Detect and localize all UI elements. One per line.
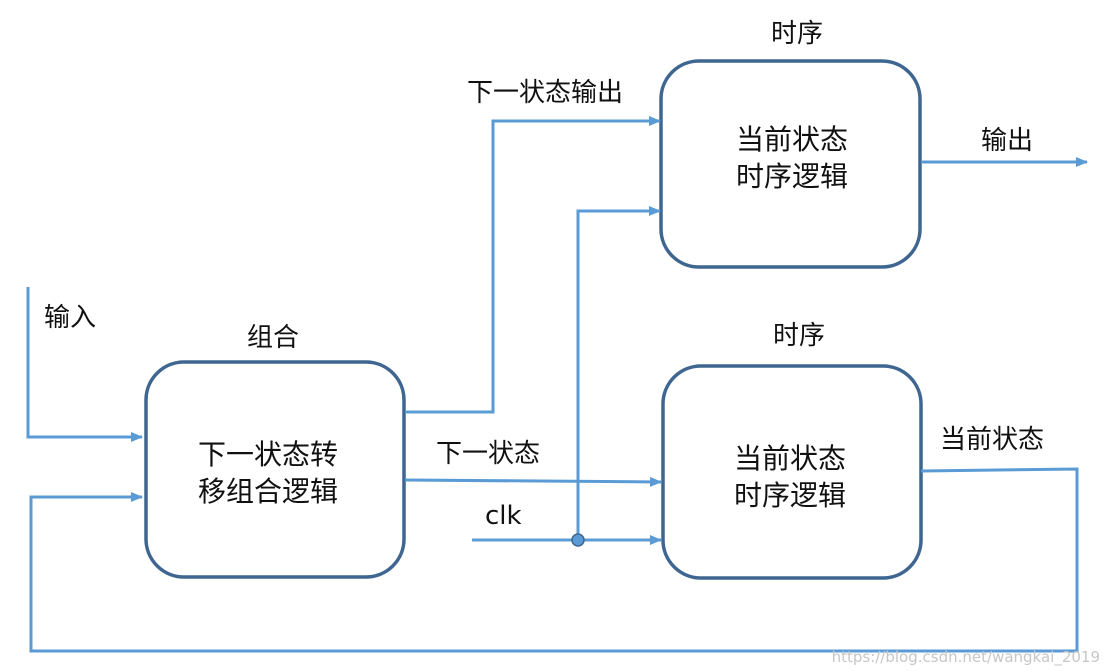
top-sequential-block-line-1: 当前状态	[736, 123, 848, 156]
clk-junction-dot	[571, 533, 585, 547]
combinational-block-line-2: 移组合逻辑	[198, 475, 338, 508]
bottom-sequential-block-line-1: 当前状态	[734, 442, 846, 475]
combinational-block-line-1: 下一状态转	[198, 438, 338, 471]
watermark-text: https://blog.csdn.net/wangkai_2019	[832, 648, 1100, 667]
bottom-sequential-logic-block	[661, 364, 923, 580]
current-state-label: 当前状态	[940, 425, 1044, 455]
combinational-logic-block	[144, 360, 406, 579]
current-state-feedback-wire	[29, 467, 1079, 653]
next-state-label: 下一状态	[436, 439, 540, 469]
bottom-sequential-block-title: 时序	[773, 321, 825, 351]
top-sequential-logic-block	[659, 59, 922, 269]
clk-branch-wire	[576, 206, 661, 540]
top-sequential-block-line-2: 时序逻辑	[736, 160, 848, 193]
next-state-output-label: 下一状态输出	[467, 78, 623, 108]
output-label: 输出	[981, 126, 1033, 156]
bottom-sequential-block-line-2: 时序逻辑	[734, 479, 846, 512]
next-state-output-wire	[405, 116, 661, 414]
next-state-wire	[404, 476, 662, 487]
top-sequential-block-title: 时序	[771, 19, 823, 49]
clk-label: clk	[485, 501, 522, 531]
input-label: 输入	[44, 303, 96, 333]
combinational-block-title: 组合	[247, 323, 299, 353]
input-wire	[26, 287, 143, 442]
